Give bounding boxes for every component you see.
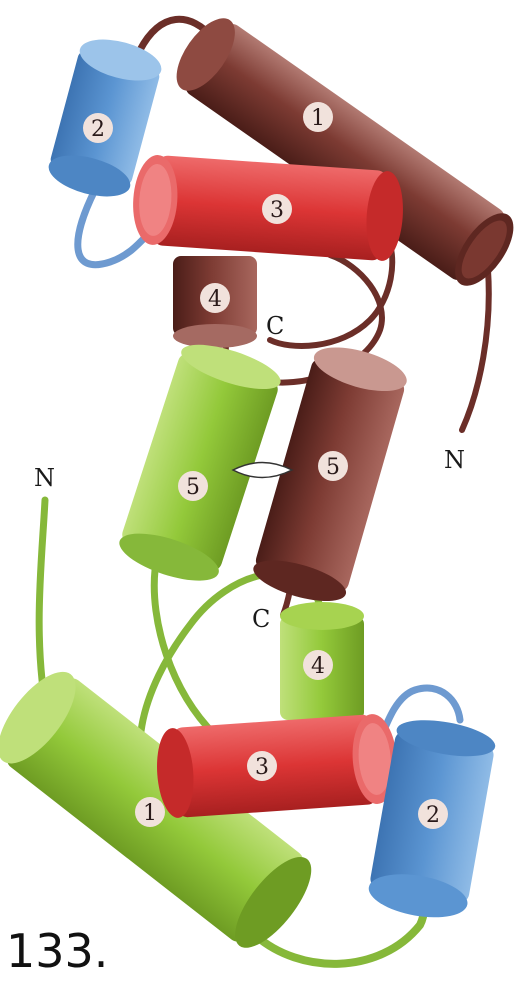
svg-text:4: 4 [311,654,325,679]
svg-text:2: 2 [91,117,105,142]
label-upper-5: 5 [318,451,348,481]
svg-text:4: 4 [208,287,222,312]
svg-text:2: 2 [426,803,440,828]
upper-n-terminus: N [444,446,465,474]
label-lower-3: 3 [247,751,277,781]
lower-n-terminus: N [34,464,55,492]
svg-text:5: 5 [186,475,200,500]
label-upper-1: 1 [303,102,333,132]
upper-c-terminus: C [266,312,284,340]
lower-c-terminus: C [252,605,270,633]
svg-text:3: 3 [270,198,284,223]
label-lower-1: 1 [135,797,165,827]
label-lower-4: 4 [303,650,333,680]
loop-upper-n-tail [462,270,489,430]
loop-lower-5-4 [154,570,215,735]
label-lower-2: 2 [418,799,448,829]
svg-text:3: 3 [255,755,269,780]
label-upper-2: 2 [83,113,113,143]
label-upper-3: 3 [262,194,292,224]
svg-text:1: 1 [311,106,325,131]
figure-number: 133. [6,928,108,974]
label-lower-5: 5 [178,471,208,501]
svg-text:5: 5 [326,455,340,480]
svg-text:1: 1 [143,801,157,826]
label-upper-4: 4 [200,283,230,313]
